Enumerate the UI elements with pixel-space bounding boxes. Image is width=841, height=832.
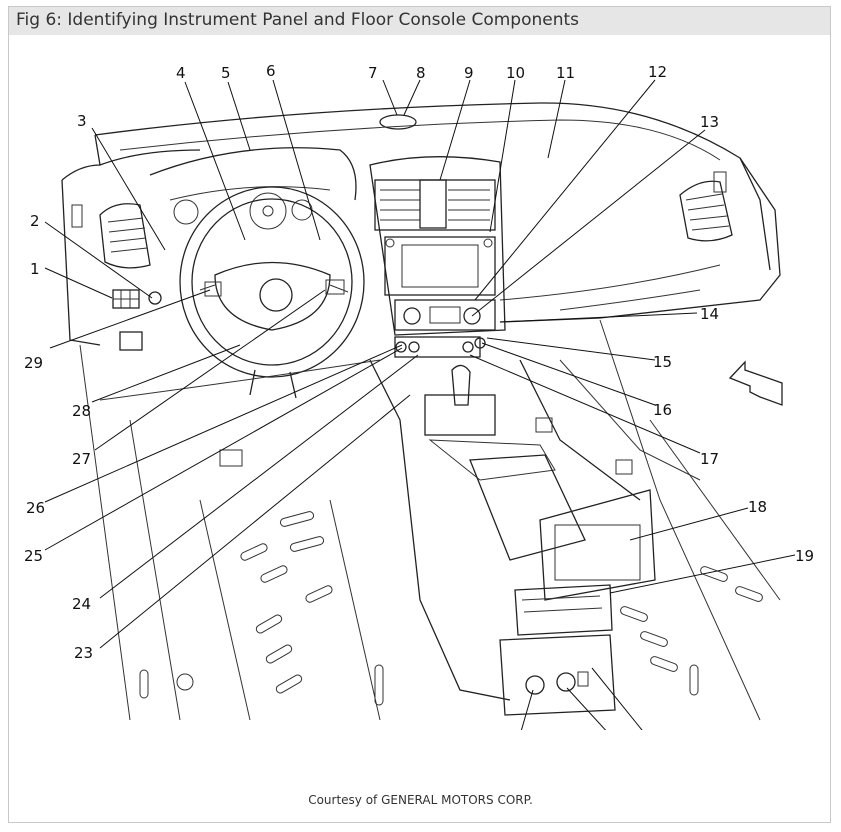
callout-9: 9: [464, 64, 474, 82]
callout-7: 7: [368, 64, 378, 82]
callout-28: 28: [72, 402, 91, 420]
callout-26: 26: [26, 499, 45, 517]
callout-leader-lines: [44, 79, 796, 730]
callout-17: 17: [700, 450, 719, 468]
callout-25: 25: [24, 547, 43, 565]
callout-2: 2: [30, 212, 40, 230]
callout-16: 16: [653, 401, 672, 419]
callout-23: 23: [74, 644, 93, 662]
callout-15: 15: [653, 353, 672, 371]
callout-27: 27: [72, 450, 91, 468]
callout-14: 14: [700, 305, 719, 323]
callout-3: 3: [77, 112, 87, 130]
callout-10: 10: [506, 64, 525, 82]
callout-1: 1: [30, 260, 40, 278]
callout-8: 8: [416, 64, 426, 82]
instrument-panel-illustration: 1 2 3 4 5 6 7 8 9 10 11 12 13 14 15 16 1…: [24, 62, 814, 730]
title-bar: [9, 7, 830, 35]
callout-18: 18: [748, 498, 767, 516]
callout-24: 24: [72, 595, 91, 613]
callout-19: 19: [795, 547, 814, 565]
figure-caption: Courtesy of GENERAL MOTORS CORP.: [308, 793, 533, 807]
callout-29: 29: [24, 354, 43, 372]
callout-labels: 1 2 3 4 5 6 7 8 9 10 11 12 13 14 15 16 1…: [24, 62, 814, 662]
figure-title: Fig 6: Identifying Instrument Panel and …: [16, 10, 580, 30]
callout-5: 5: [221, 64, 231, 82]
callout-4: 4: [176, 64, 186, 82]
callout-11: 11: [556, 64, 575, 82]
callout-6: 6: [266, 62, 276, 80]
callout-12: 12: [648, 63, 667, 81]
callout-13: 13: [700, 113, 719, 131]
dashboard-line-art: [61, 102, 783, 721]
